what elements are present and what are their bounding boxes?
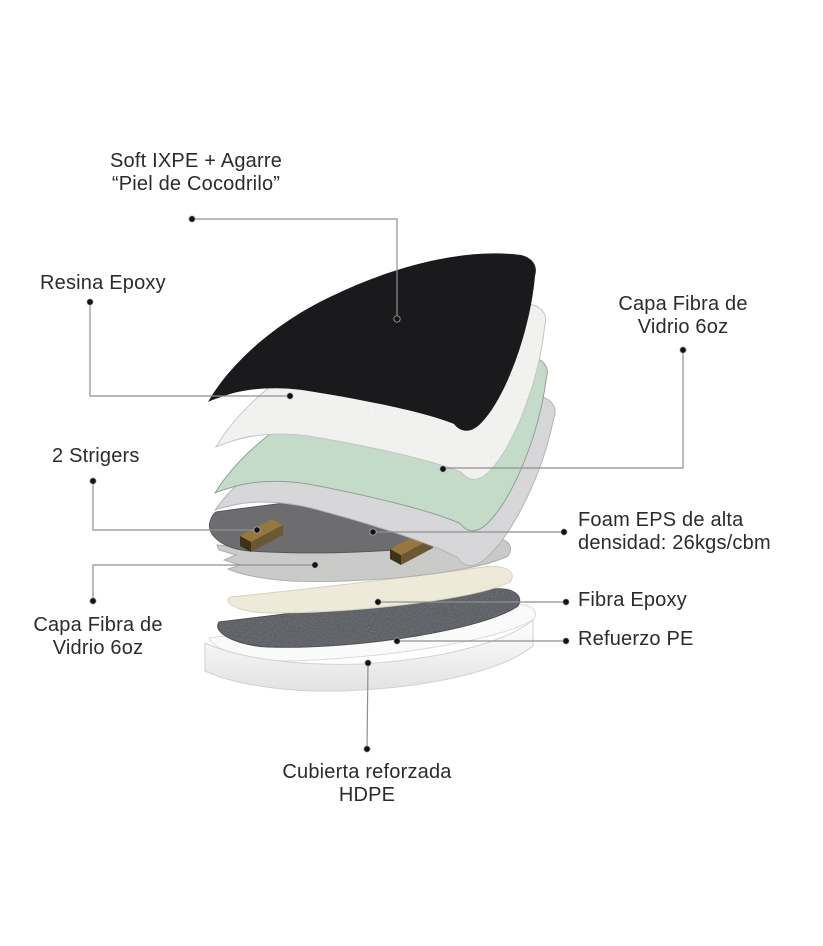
- label-cubierta-hdpe: Cubierta reforzada HDPE: [267, 761, 467, 807]
- leader-resina-epoxy: [89, 302, 290, 397]
- leader-dot: [393, 315, 401, 323]
- leader-dot: [679, 346, 687, 354]
- leader-dot: [369, 528, 377, 536]
- label-strigers: 2 Strigers: [52, 445, 140, 468]
- leader-dot: [393, 637, 401, 645]
- label-capa-fibra-left: Capa Fibra de Vidrio 6oz: [18, 614, 178, 660]
- leader-dot: [188, 215, 196, 223]
- label-refuerzo-pe-line1: Refuerzo PE: [578, 628, 694, 650]
- leader-lines: [89, 218, 684, 750]
- leader-dot: [86, 298, 94, 306]
- leader-capa-fibra-right: [443, 350, 684, 469]
- label-strigers-line1: 2 Strigers: [52, 445, 140, 467]
- leader-soft-ixpe: [192, 218, 398, 319]
- label-fibra-epoxy-line1: Fibra Epoxy: [578, 589, 687, 611]
- label-cubierta-hdpe-line1: Cubierta reforzada: [282, 761, 452, 783]
- leader-dot: [560, 528, 568, 536]
- leader-capa-fibra-left: [92, 564, 315, 601]
- label-cubierta-hdpe-line2: HDPE: [338, 784, 396, 806]
- leader-strigers: [92, 481, 257, 531]
- stringer-1-front: [240, 536, 251, 552]
- stringer-2-front: [390, 549, 401, 565]
- label-capa-fibra-left-line2: Vidrio 6oz: [52, 637, 144, 659]
- label-capa-fibra-right-line1: Capa Fibra de: [618, 293, 748, 315]
- leader-dot: [286, 392, 294, 400]
- layer-fibra-epoxy: [227, 565, 513, 614]
- leader-dots: [86, 215, 687, 753]
- leader-dot: [562, 637, 570, 645]
- label-soft-ixpe-line1: Soft IXPE + Agarre: [109, 150, 283, 172]
- leader-dot: [89, 597, 97, 605]
- leader-dot: [253, 526, 261, 534]
- leader-cubierta-hdpe: [366, 662, 369, 750]
- label-soft-ixpe: Soft IXPE + Agarre “Piel de Cocodrilo”: [86, 150, 306, 196]
- leader-dot: [439, 465, 447, 473]
- label-foam-eps: Foam EPS de alta densidad: 26kgs/cbm: [578, 509, 771, 555]
- label-foam-eps-line2: densidad: 26kgs/cbm: [578, 532, 771, 554]
- layer-refuerzo-pe-speckle: [217, 588, 520, 648]
- stringer-1-side: [251, 525, 283, 552]
- stringer-1-top: [240, 519, 283, 542]
- leader-dot: [89, 477, 97, 485]
- label-soft-ixpe-line2: “Piel de Cocodrilo”: [111, 173, 281, 195]
- label-capa-fibra-right-line2: Vidrio 6oz: [637, 316, 729, 338]
- stringer-2-side: [401, 538, 433, 565]
- leader-dot: [363, 745, 371, 753]
- leader-dot: [562, 598, 570, 606]
- leader-dot: [374, 598, 382, 606]
- stringer-1: [240, 519, 283, 552]
- label-foam-eps-line1: Foam EPS de alta: [578, 509, 744, 531]
- label-resina-epoxy: Resina Epoxy: [40, 272, 166, 295]
- label-refuerzo-pe: Refuerzo PE: [578, 628, 694, 651]
- label-resina-epoxy-line1: Resina Epoxy: [40, 272, 166, 294]
- label-capa-fibra-left-line1: Capa Fibra de: [33, 614, 163, 636]
- layer-cubierta-hdpe-front: [204, 618, 534, 692]
- leader-dot: [364, 659, 372, 667]
- label-fibra-epoxy: Fibra Epoxy: [578, 589, 687, 612]
- leader-dot: [311, 561, 319, 569]
- label-capa-fibra-right: Capa Fibra de Vidrio 6oz: [593, 293, 773, 339]
